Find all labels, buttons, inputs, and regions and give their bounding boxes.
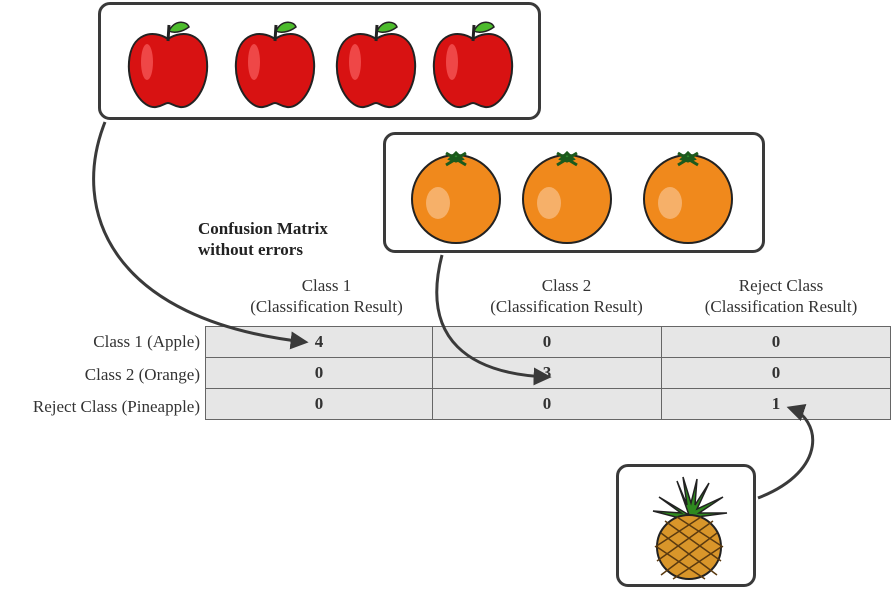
confusion-matrix: 4 0 0 0 3 0 0 0 1 [205, 326, 891, 420]
pineapple-image-box [616, 464, 756, 587]
pineapple-icon [652, 476, 728, 580]
matrix-cell: 4 [205, 326, 433, 358]
column-header-line-1: Class 2 [541, 276, 592, 295]
apple-icon [335, 21, 417, 109]
diagram-title: Confusion Matrix without errors [198, 218, 328, 260]
column-header-line-1: Reject Class [738, 276, 824, 295]
apple-arrow [92, 121, 309, 350]
matrix-cell: 0 [661, 326, 891, 358]
matrix-row: 0 3 0 [205, 357, 891, 389]
apple-icon [234, 21, 316, 109]
apple-icon [432, 21, 514, 109]
column-header-class-2: Class 2 (Classification Result) [445, 275, 688, 317]
orange-icon [643, 150, 733, 244]
column-header-line-2: (Classification Result) [490, 297, 643, 316]
matrix-cell: 0 [205, 388, 433, 420]
matrix-cell: 0 [205, 357, 433, 389]
row-header-class-2: Class 2 (Orange) [84, 365, 200, 384]
title-line-1: Confusion Matrix [198, 219, 328, 238]
orange-icon [411, 150, 501, 244]
column-header-reject: Reject Class (Classification Result) [663, 275, 892, 317]
column-header-class-1: Class 1 (Classification Result) [205, 275, 448, 317]
orange-arrow [435, 254, 552, 386]
matrix-cell: 0 [661, 357, 891, 389]
orange-icon [522, 150, 612, 244]
pineapple-arrow [757, 404, 815, 500]
matrix-row: 4 0 0 [205, 326, 891, 358]
apple-image-box [98, 2, 541, 120]
matrix-cell: 0 [432, 388, 662, 420]
row-header-class-1: Class 1 (Apple) [93, 332, 200, 351]
matrix-cell: 0 [432, 326, 662, 358]
title-line-2: without errors [198, 240, 303, 259]
column-header-line-2: (Classification Result) [704, 297, 858, 316]
orange-image-box [383, 132, 765, 253]
row-header-reject: Reject Class (Pineapple) [32, 397, 200, 416]
matrix-row: 0 0 1 [205, 388, 891, 420]
column-header-line-1: Class 1 [301, 276, 352, 295]
matrix-cell: 1 [661, 388, 891, 420]
column-header-line-2: (Classification Result) [250, 297, 403, 316]
apple-icon [127, 21, 209, 109]
